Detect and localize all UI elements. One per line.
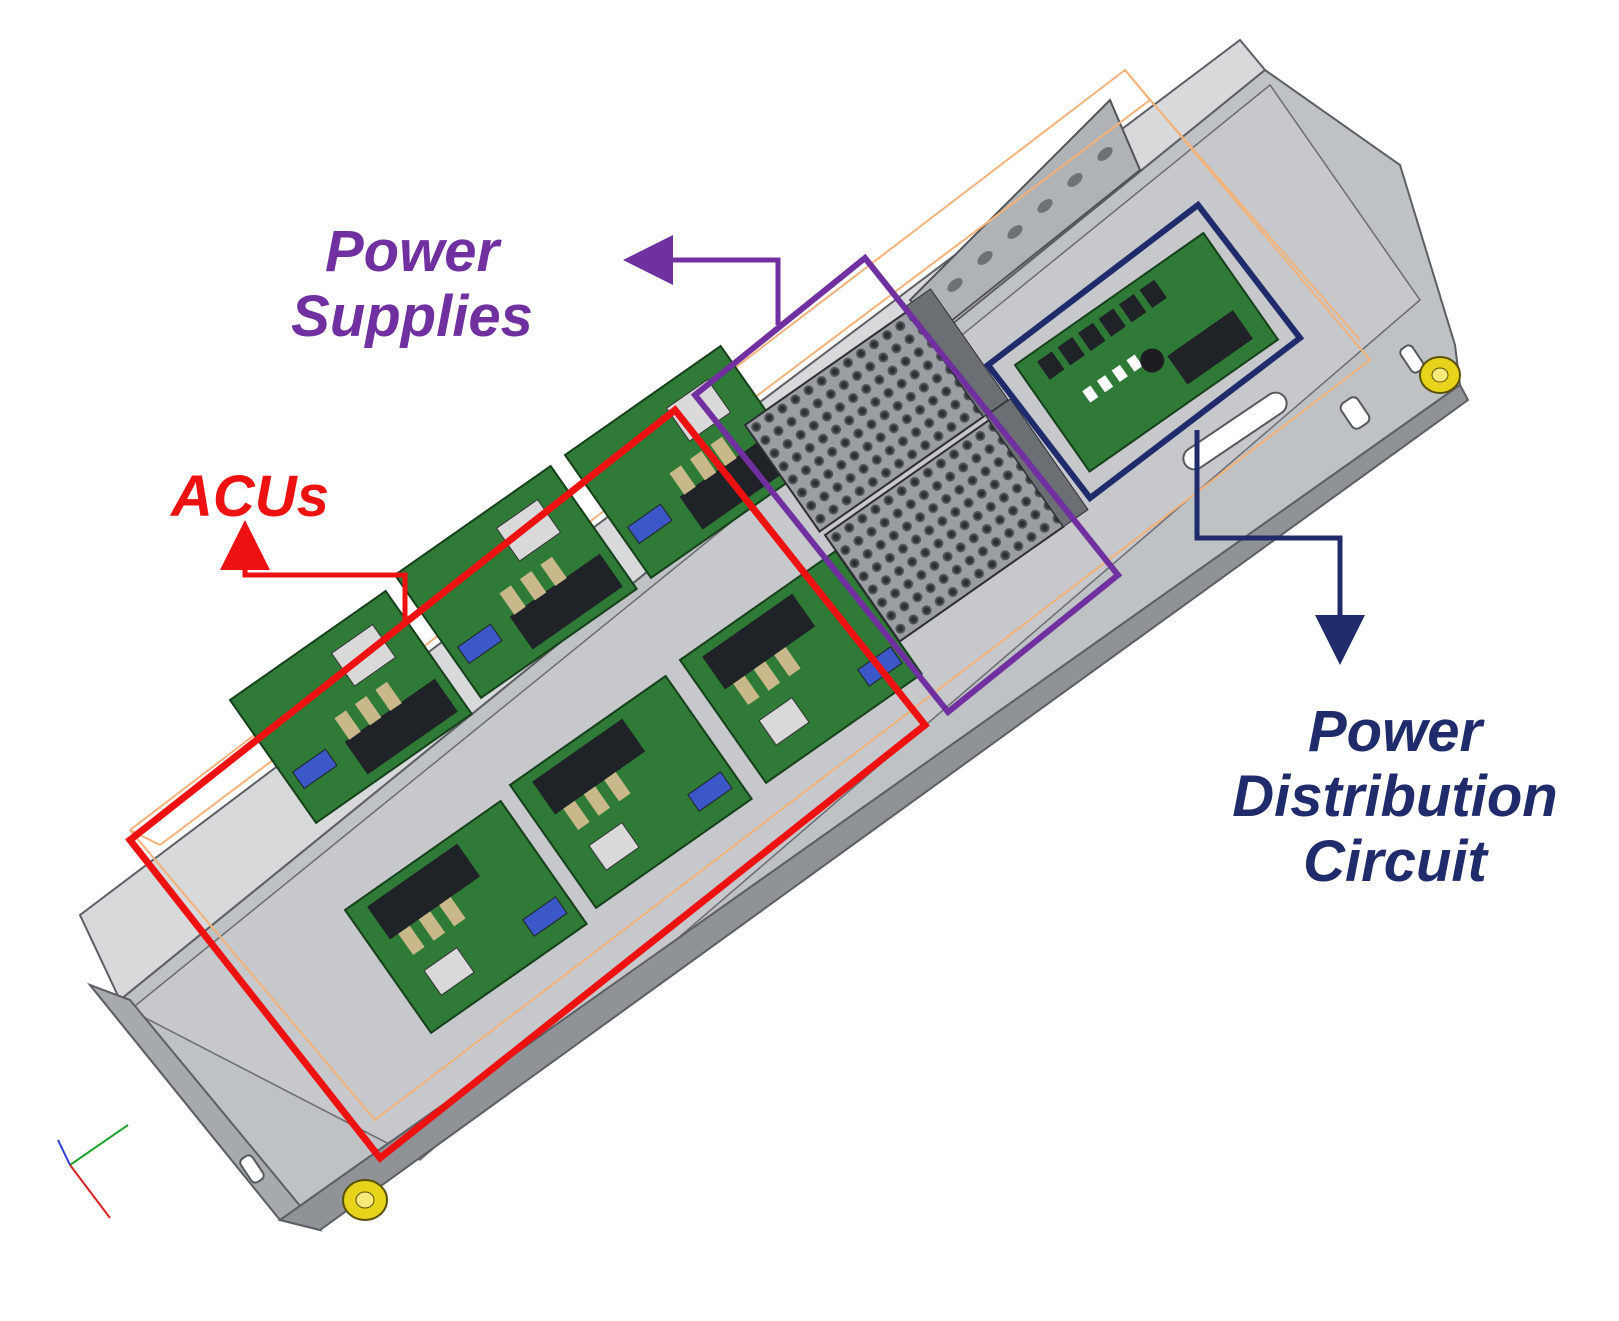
power-distribution-label-line2: Distribution xyxy=(1232,763,1558,829)
power-distribution-label-line1: Power xyxy=(1307,699,1483,764)
power-supplies-arrow xyxy=(623,235,781,325)
power-supplies-highlight-box xyxy=(690,253,1123,717)
axis-triad-icon xyxy=(57,1124,129,1219)
acu-boards xyxy=(228,344,924,1035)
acu-board xyxy=(678,549,924,785)
acus-label: ACUs xyxy=(171,464,329,529)
pdc-arrow xyxy=(1194,430,1365,665)
pdc-highlight-box xyxy=(983,200,1305,503)
acus-arrow xyxy=(220,520,408,620)
power-supplies-label-line1: Power xyxy=(324,219,500,284)
acus-highlight-box xyxy=(125,405,930,1163)
power-distribution-board xyxy=(1013,231,1280,473)
power-supply xyxy=(823,398,1089,643)
power-supplies-label: Power Supplies xyxy=(262,219,562,350)
acu-board xyxy=(508,674,754,910)
foot xyxy=(1419,356,1461,394)
mounting-feet xyxy=(342,356,1461,1221)
foot xyxy=(342,1179,388,1221)
acu-board xyxy=(343,799,589,1035)
power-distribution-label: Power Distribution Circuit xyxy=(1195,699,1595,895)
power-supply-units xyxy=(743,288,1089,643)
power-distribution-label-line3: Circuit xyxy=(1303,828,1487,894)
power-supplies-label-line2: Supplies xyxy=(291,283,533,349)
